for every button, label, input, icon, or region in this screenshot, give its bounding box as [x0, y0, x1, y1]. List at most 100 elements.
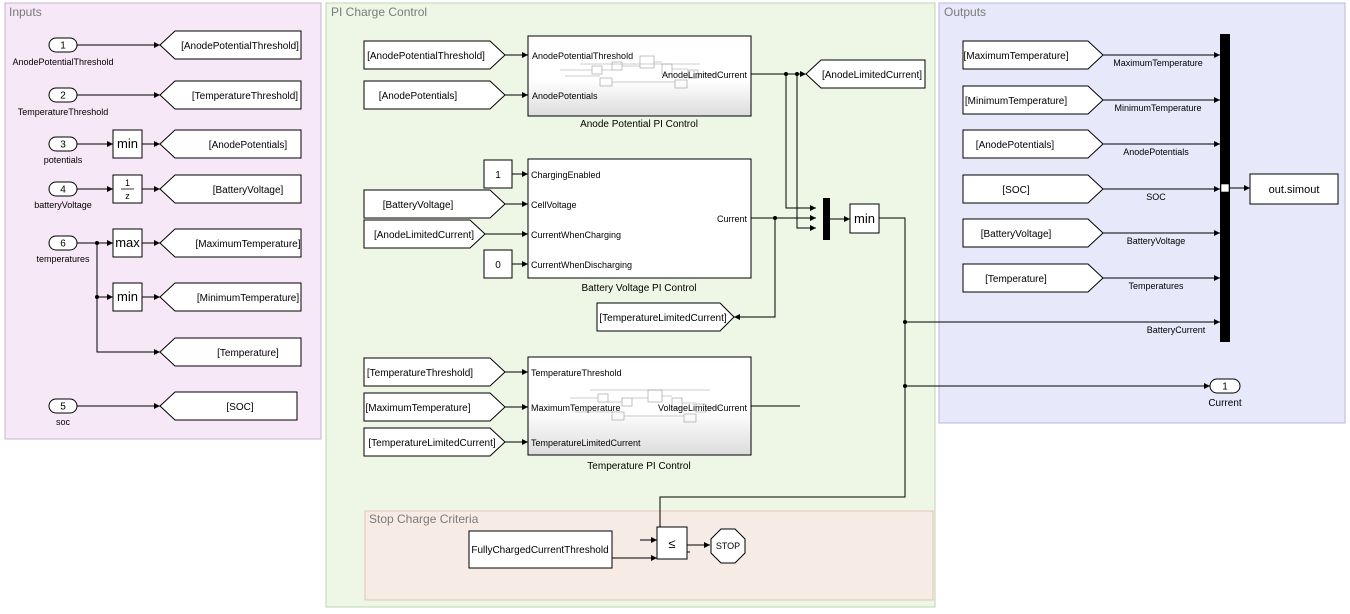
port-label: CurrentWhenDischarging [531, 260, 632, 270]
signal-line[interactable] [734, 218, 776, 320]
signal-line[interactable] [785, 74, 816, 211]
constant-0[interactable]: 0 [483, 249, 513, 279]
from-label: [MaximumTemperature] [963, 51, 1068, 62]
unit-delay-block[interactable]: 1 z [112, 174, 143, 204]
from-anode-potential-threshold[interactable]: [AnodePotentialThreshold] [363, 40, 506, 70]
stop-block[interactable]: STOP [710, 528, 746, 564]
inport-5[interactable]: 5 [48, 398, 78, 414]
goto-minimum-temperature[interactable]: [MinimumTemperature] [159, 282, 302, 312]
min-block-potentials[interactable]: min [112, 129, 143, 159]
mux-block[interactable] [823, 198, 830, 240]
anode-potential-pi-control-subsystem[interactable]: AnodePotentialThreshold AnodePotentials … [527, 35, 752, 117]
stop-charge-criteria-title: Stop Charge Criteria [369, 512, 479, 526]
inport-3[interactable]: 3 [48, 136, 78, 152]
goto-soc[interactable]: [SOC] [159, 391, 298, 421]
signal-name: MinimumTemperature [1114, 103, 1201, 113]
constant-value: 1 [495, 170, 501, 181]
inport-2[interactable]: 2 [48, 87, 78, 103]
port-label: TemperatureThreshold [531, 368, 622, 378]
max-block[interactable]: max [112, 228, 143, 258]
signal-line[interactable] [611, 549, 657, 561]
goto-battery-voltage[interactable]: [BatteryVoltage] [159, 174, 302, 204]
outport-1-number: 1 [1222, 382, 1228, 393]
port-label: TemperatureLimitedCurrent [531, 438, 641, 448]
from-anode-potentials-out[interactable]: [AnodePotentials] [962, 129, 1104, 159]
inport-2-label: TemperatureThreshold [18, 107, 109, 117]
outputs-area[interactable] [938, 2, 1346, 424]
min-block-temperatures[interactable]: min [112, 282, 143, 312]
signal-line[interactable] [796, 74, 816, 231]
goto-temperature[interactable]: [Temperature] [159, 337, 302, 367]
from-label: [AnodeLimitedCurrent] [374, 230, 474, 241]
signal-name: SOC [1146, 192, 1166, 202]
goto-anode-limited-current[interactable]: [AnodeLimitedCurrent] [805, 59, 926, 89]
goto-label: [TemperatureThreshold] [192, 91, 298, 102]
max-label: max [115, 235, 140, 250]
constant-label: FullyChargedCurrentThreshold [471, 545, 608, 556]
relational-operator-block[interactable]: ≤ [656, 526, 688, 560]
signal-name: BatteryVoltage [1127, 236, 1186, 246]
inputs-area[interactable] [4, 2, 322, 440]
from-label: [BatteryVoltage] [981, 229, 1052, 240]
goto-maximum-temperature[interactable]: [MaximumTemperature] [159, 228, 302, 258]
from-temperature-threshold[interactable]: [TemperatureThreshold] [363, 357, 506, 387]
from-temperature-out[interactable]: [Temperature] [962, 263, 1104, 293]
le-label: ≤ [668, 536, 675, 551]
unit-delay-numerator: 1 [125, 178, 130, 188]
inport-4[interactable]: 4 [48, 181, 78, 197]
from-label: [AnodePotentials] [976, 140, 1055, 151]
temperature-block-name: Temperature PI Control [587, 461, 690, 472]
from-anode-limited-current[interactable]: [AnodeLimitedCurrent] [363, 219, 486, 249]
fully-charged-current-threshold-constant[interactable]: FullyChargedCurrentThreshold [468, 530, 613, 569]
temperature-pi-control-subsystem[interactable]: TemperatureThreshold MaximumTemperature … [527, 356, 752, 456]
goto-label: [MinimumTemperature] [197, 293, 299, 304]
from-label: [Temperature] [985, 274, 1047, 285]
from-label: [TemperatureThreshold] [367, 368, 473, 379]
goto-label: [AnodePotentials] [209, 140, 288, 151]
goto-temperature-limited-current[interactable]: [TemperatureLimitedCurrent] [596, 302, 735, 332]
constant-value: 0 [495, 260, 501, 271]
goto-anode-potentials[interactable]: [AnodePotentials] [159, 129, 302, 159]
inport-2-number: 2 [60, 91, 66, 102]
from-battery-voltage-out[interactable]: [BatteryVoltage] [962, 218, 1104, 248]
battery-voltage-pi-control-subsystem[interactable]: ChargingEnabled CellVoltage CurrentWhenC… [527, 158, 752, 279]
inport-6[interactable]: 6 [48, 235, 78, 251]
min-block-current[interactable]: min [849, 203, 880, 234]
to-workspace-label: out.simout [1269, 184, 1320, 196]
outport-1-label: Current [1208, 398, 1242, 409]
inport-1-label: AnodePotentialThreshold [12, 57, 113, 67]
stop-label: STOP [716, 541, 740, 551]
from-temperature-limited-current[interactable]: [TemperatureLimitedCurrent] [363, 427, 506, 457]
from-battery-voltage[interactable]: [BatteryVoltage] [363, 189, 506, 219]
to-workspace-block[interactable]: out.simout [1249, 173, 1339, 205]
goto-label: [BatteryVoltage] [213, 185, 284, 196]
goto-anode-potential-threshold[interactable]: [AnodePotentialThreshold] [159, 30, 302, 60]
signal-name: Temperatures [1128, 281, 1184, 291]
inputs-area-title: Inputs [9, 5, 42, 19]
stop-charge-criteria-area[interactable] [364, 510, 934, 601]
signal-line[interactable] [96, 243, 160, 355]
inport-1[interactable]: 1 [48, 37, 78, 53]
from-maximum-temperature[interactable]: [MaximumTemperature] [363, 392, 506, 422]
outport-1[interactable]: 1 [1209, 378, 1241, 394]
battery-block-name: Battery Voltage PI Control [581, 283, 696, 294]
port-label: Current [717, 214, 748, 224]
subsystem-thumbnail [560, 55, 715, 89]
from-minimum-temperature-out[interactable]: [MinimumTemperature] [962, 85, 1104, 115]
signal-name: BatteryCurrent [1147, 325, 1206, 335]
goto-label: [SOC] [226, 402, 253, 413]
port-label: CellVoltage [531, 200, 577, 210]
goto-temperature-threshold[interactable]: [TemperatureThreshold] [159, 80, 302, 110]
min-label: min [117, 136, 138, 151]
from-maximum-temperature-out[interactable]: [MaximumTemperature] [962, 40, 1104, 70]
from-label: [AnodePotentialThreshold] [367, 51, 485, 62]
inport-3-number: 3 [60, 140, 66, 151]
goto-label: [AnodeLimitedCurrent] [822, 70, 922, 81]
from-soc-out[interactable]: [SOC] [962, 174, 1104, 204]
from-label: [AnodePotentials] [379, 91, 458, 102]
constant-1[interactable]: 1 [483, 159, 513, 189]
inport-4-label: batteryVoltage [34, 200, 92, 210]
min-label: min [854, 211, 875, 226]
bus-icon [1220, 183, 1230, 193]
from-anode-potentials[interactable]: [AnodePotentials] [363, 80, 506, 110]
